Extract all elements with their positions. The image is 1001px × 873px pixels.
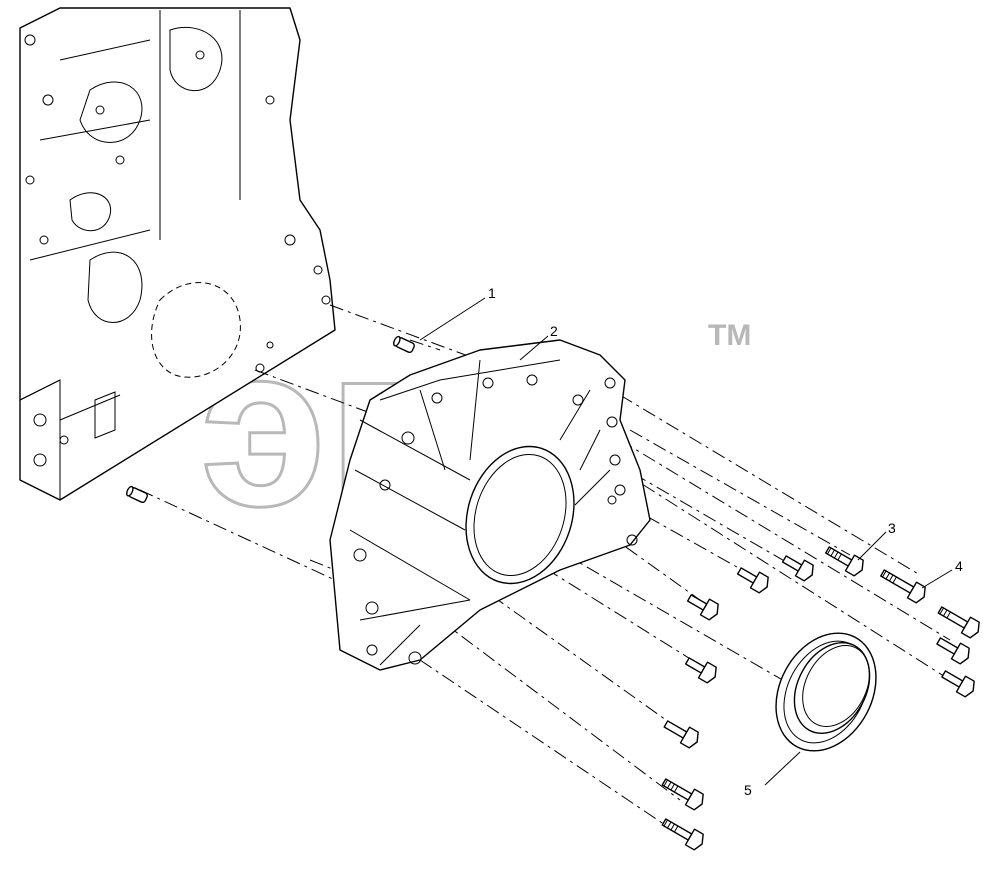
callout-1: 1 [488, 285, 496, 301]
bolt [686, 594, 719, 621]
bolt [936, 637, 970, 665]
bolt [941, 670, 975, 698]
bolts [661, 546, 980, 851]
bolt [661, 778, 704, 811]
dowel-pin [393, 335, 415, 354]
bolt [825, 546, 864, 577]
engine-block [19, 7, 336, 501]
flywheel-housing [329, 339, 651, 671]
dowel-pin [126, 485, 148, 504]
bolt [781, 555, 814, 582]
bolt [661, 818, 704, 851]
callout-2: 2 [550, 323, 558, 339]
bolt [663, 720, 699, 749]
callout-5: 5 [744, 782, 752, 798]
callout-3: 3 [888, 520, 896, 536]
bolt [684, 657, 717, 684]
watermark-trademark: TM [708, 319, 751, 352]
callouts: 1 2 3 4 5 [419, 285, 963, 798]
bolt [937, 606, 980, 639]
bolt [736, 567, 769, 594]
crankshaft-seal [775, 632, 877, 752]
bolt [880, 569, 926, 604]
callout-4: 4 [955, 558, 963, 574]
